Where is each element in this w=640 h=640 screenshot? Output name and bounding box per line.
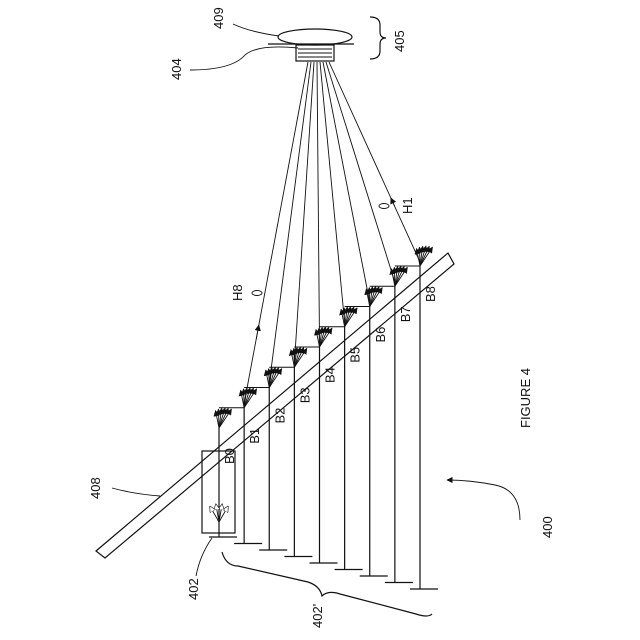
- beam-b0: [209, 428, 237, 537]
- sensor-head-404: [268, 29, 354, 61]
- label-404: 404: [169, 58, 184, 80]
- fan-b2: [266, 368, 282, 388]
- beam-label-b3: B3: [297, 387, 312, 403]
- label-h8: H8: [230, 284, 245, 301]
- ray-h8-marker: [252, 291, 262, 296]
- ray-b3: [294, 62, 314, 363]
- leader-402: [196, 538, 212, 576]
- fan-b3: [291, 347, 307, 367]
- diagonal-strip-408: [96, 253, 454, 558]
- beam-labels: B0 B1 B2 B3 B4 B5 B6 B7 B8: [222, 286, 438, 464]
- beam-label-b1: B1: [247, 428, 262, 444]
- fan-b7: [391, 266, 407, 286]
- beam-label-b5: B5: [348, 347, 363, 363]
- leader-408: [112, 488, 160, 496]
- ray-direction-arrow: [391, 198, 395, 206]
- label-408: 408: [88, 477, 103, 499]
- ray-b5: [320, 62, 345, 323]
- label-402-prime: 402': [310, 604, 325, 628]
- label-402: 402: [186, 578, 201, 600]
- ray-b7: [326, 62, 395, 282]
- ray-h1-marker: [379, 204, 389, 209]
- beam-label-b2: B2: [272, 408, 287, 424]
- lens-409: [278, 29, 352, 45]
- brace-402-prime: [222, 552, 432, 616]
- reflected-rays: [244, 62, 420, 404]
- label-405: 405: [392, 30, 407, 52]
- ray-b6: [323, 62, 370, 303]
- beam-label-b8: B8: [423, 286, 438, 302]
- label-400: 400: [540, 516, 555, 538]
- leader-409: [233, 24, 279, 36]
- beam-emission-fans: [216, 246, 433, 428]
- fan-b0: [216, 408, 232, 428]
- brace-405: [370, 17, 386, 59]
- beam-label-b7: B7: [398, 306, 413, 322]
- ray-b4: [317, 62, 320, 343]
- leader-404: [190, 47, 298, 70]
- ray-direction-arrow: [256, 325, 259, 339]
- fan-b8: [417, 246, 433, 266]
- leader-400[interactable]: [447, 480, 520, 520]
- figure-caption: FIGURE 4: [518, 368, 533, 428]
- label-h1: H1: [400, 197, 415, 214]
- beam-label-b6: B6: [373, 327, 388, 343]
- beam-label-b0: B0: [222, 448, 237, 464]
- beam-label-b4: B4: [323, 367, 338, 383]
- label-409: 409: [211, 7, 226, 29]
- fan-b4: [316, 327, 332, 347]
- fan-b1: [241, 388, 257, 408]
- ray-b2: [269, 62, 311, 384]
